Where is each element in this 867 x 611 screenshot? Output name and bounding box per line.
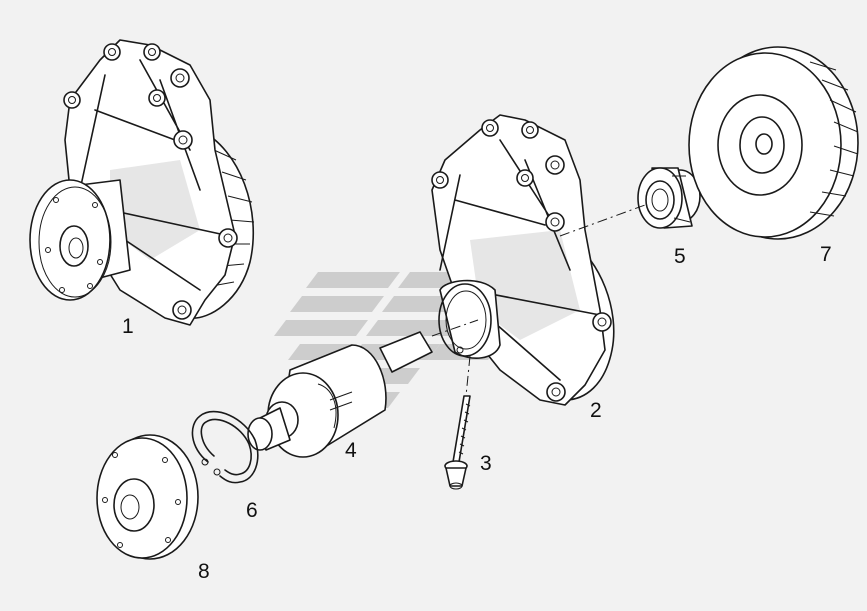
part-6-retaining-ring — [191, 410, 259, 484]
part-5-seal — [637, 167, 701, 229]
callout-8: 8 — [198, 560, 210, 583]
callout-1: 1 — [122, 315, 134, 338]
callout-5: 5 — [674, 245, 686, 268]
part-7-pulley-disc — [688, 46, 859, 240]
part-3-bolt — [444, 395, 471, 490]
part-4-shaft-bearing — [247, 331, 433, 458]
callout-3: 3 — [480, 452, 492, 475]
callout-4: 4 — [345, 439, 357, 462]
part-1-water-pump-assembly — [29, 39, 255, 326]
assembly-center-lines — [431, 204, 646, 397]
callout-2: 2 — [590, 399, 602, 422]
part-8-flange-plate — [96, 434, 199, 560]
part-2-pump-housing — [431, 114, 615, 406]
callout-7: 7 — [820, 243, 832, 266]
callout-6: 6 — [246, 499, 258, 522]
